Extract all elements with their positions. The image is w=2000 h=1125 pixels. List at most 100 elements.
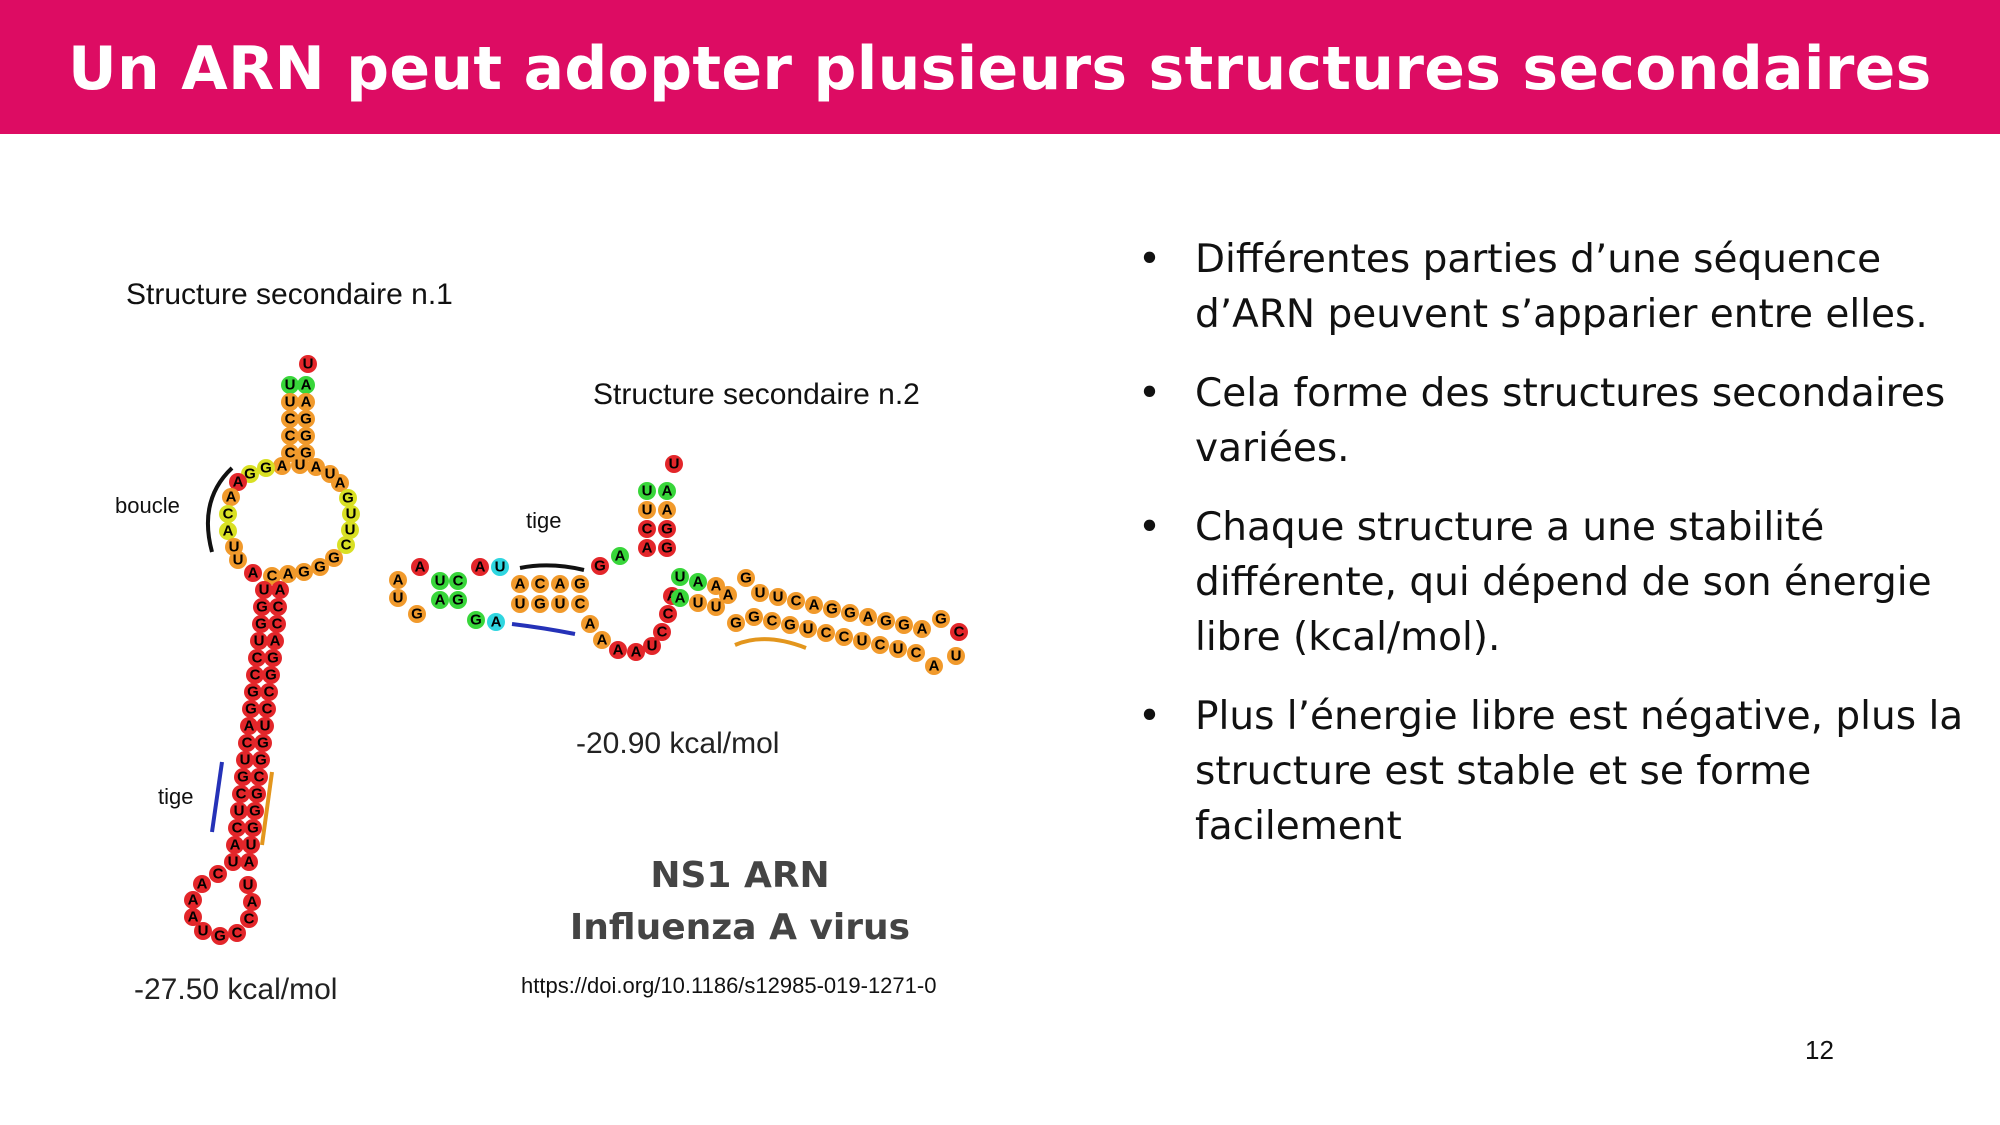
svg-text:U: U	[229, 539, 240, 556]
svg-text:A: A	[393, 572, 404, 589]
svg-text:U: U	[642, 483, 653, 500]
svg-text:U: U	[435, 573, 446, 590]
svg-text:G: G	[247, 820, 259, 837]
structure1-hairpin: U U A U A C G C G C G	[281, 355, 317, 462]
svg-text:A: A	[275, 582, 286, 599]
svg-text:U: U	[693, 595, 704, 612]
bullet-item: •Plus l’énergie libre est négative, plus…	[1130, 689, 1970, 854]
stem1-label: tige	[158, 784, 194, 809]
svg-text:U: U	[233, 552, 244, 569]
svg-text:G: G	[265, 667, 277, 684]
svg-text:G: G	[260, 460, 272, 477]
svg-text:G: G	[300, 428, 312, 445]
svg-text:C: C	[341, 537, 352, 554]
svg-text:G: G	[255, 752, 267, 769]
svg-text:G: G	[661, 540, 673, 557]
svg-text:G: G	[844, 605, 856, 622]
svg-text:U: U	[295, 457, 306, 474]
bullet-text: Différentes parties d’une séquence d’ARN…	[1195, 237, 1928, 337]
structure2-hairpin: U U A U A C G A G A G	[591, 455, 683, 575]
svg-text:A: A	[283, 566, 294, 583]
svg-text:C: C	[821, 625, 832, 642]
svg-text:G: G	[534, 596, 546, 613]
svg-text:A: A	[642, 540, 653, 557]
svg-text:A: A	[475, 559, 486, 576]
svg-text:U: U	[285, 377, 296, 394]
bullet-dot-icon: •	[1138, 505, 1162, 550]
svg-text:G: G	[257, 735, 269, 752]
svg-text:A: A	[188, 909, 199, 926]
svg-text:U: U	[285, 394, 296, 411]
structure1-energy: -27.50 kcal/mol	[134, 973, 338, 1006]
svg-text:C: C	[264, 684, 275, 701]
svg-text:U: U	[669, 456, 680, 473]
bullet-item: • Chaque structure a une stabilité différ…	[1130, 500, 1970, 665]
svg-text:A: A	[675, 590, 686, 607]
svg-text:C: C	[875, 637, 886, 654]
structure1-diagram: U U A U A C G C G C G A U A U G G A A C …	[184, 355, 360, 945]
svg-text:C: C	[642, 521, 653, 538]
bullet-dot-icon: •	[1138, 694, 1162, 739]
svg-text:C: C	[285, 445, 296, 462]
svg-text:G: G	[300, 445, 312, 462]
svg-text:U: U	[260, 718, 271, 735]
svg-text:C: C	[791, 593, 802, 610]
svg-text:A: A	[929, 658, 940, 675]
structure2-energy: -20.90 kcal/mol	[576, 727, 780, 760]
svg-text:A: A	[711, 578, 722, 595]
structure1-stem: U A G C G C U A C G C G G C G C A U C G …	[224, 581, 289, 871]
svg-text:G: G	[661, 521, 673, 538]
svg-text:A: A	[244, 718, 255, 735]
svg-text:G: G	[935, 611, 947, 628]
svg-text:C: C	[250, 667, 261, 684]
structure2-diagram: U U A U A C G A G A G A A U G U C A G A …	[389, 455, 968, 675]
svg-text:C: C	[453, 573, 464, 590]
svg-text:G: G	[898, 617, 910, 634]
svg-text:C: C	[213, 866, 224, 883]
bullet-list: • Différentes parties d’une séquence d’AR…	[1130, 232, 1970, 878]
svg-text:A: A	[631, 644, 642, 661]
svg-text:A: A	[693, 574, 704, 591]
svg-text:A: A	[435, 592, 446, 609]
svg-text:A: A	[248, 565, 259, 582]
svg-text:C: C	[262, 701, 273, 718]
svg-text:C: C	[657, 624, 668, 641]
stem2-blue-line	[511, 622, 576, 636]
svg-text:G: G	[328, 550, 340, 567]
svg-text:G: G	[314, 559, 326, 576]
figure-caption: NS1 ARN Influenza A virus	[560, 850, 920, 954]
svg-text:A: A	[555, 576, 566, 593]
svg-text:G: G	[251, 786, 263, 803]
svg-text:A: A	[415, 559, 426, 576]
svg-text:U: U	[893, 641, 904, 658]
svg-text:C: C	[267, 568, 278, 585]
structure2-middle-stem: A C A G U G U C A A A A U C C A	[511, 575, 681, 661]
svg-text:U: U	[755, 585, 766, 602]
svg-text:A: A	[244, 854, 255, 871]
svg-text:G: G	[730, 615, 742, 632]
svg-text:G: G	[245, 701, 257, 718]
title-bar: Un ARN peut adopter plusieurs structures…	[0, 0, 2000, 134]
svg-text:U: U	[555, 596, 566, 613]
svg-text:G: G	[256, 599, 268, 616]
svg-text:A: A	[230, 837, 241, 854]
svg-text:G: G	[214, 928, 226, 945]
svg-text:A: A	[613, 642, 624, 659]
stem2-orange-line	[734, 637, 807, 650]
svg-text:U: U	[951, 648, 962, 665]
svg-text:A: A	[809, 597, 820, 614]
svg-text:C: C	[954, 624, 965, 641]
svg-text:U: U	[857, 633, 868, 650]
svg-text:G: G	[880, 613, 892, 630]
svg-text:G: G	[255, 616, 267, 633]
bullet-item: • Différentes parties d’une séquence d’AR…	[1130, 232, 1970, 342]
svg-text:C: C	[285, 411, 296, 428]
stem1-orange-line	[260, 771, 274, 846]
svg-text:C: C	[232, 925, 243, 942]
svg-text:U: U	[345, 522, 356, 539]
svg-text:G: G	[249, 803, 261, 820]
bullet-dot-icon: •	[1138, 237, 1162, 282]
bullet-text: Chaque structure a une stabilité différe…	[1195, 505, 1932, 660]
svg-text:G: G	[826, 601, 838, 618]
svg-text:G: G	[247, 684, 259, 701]
